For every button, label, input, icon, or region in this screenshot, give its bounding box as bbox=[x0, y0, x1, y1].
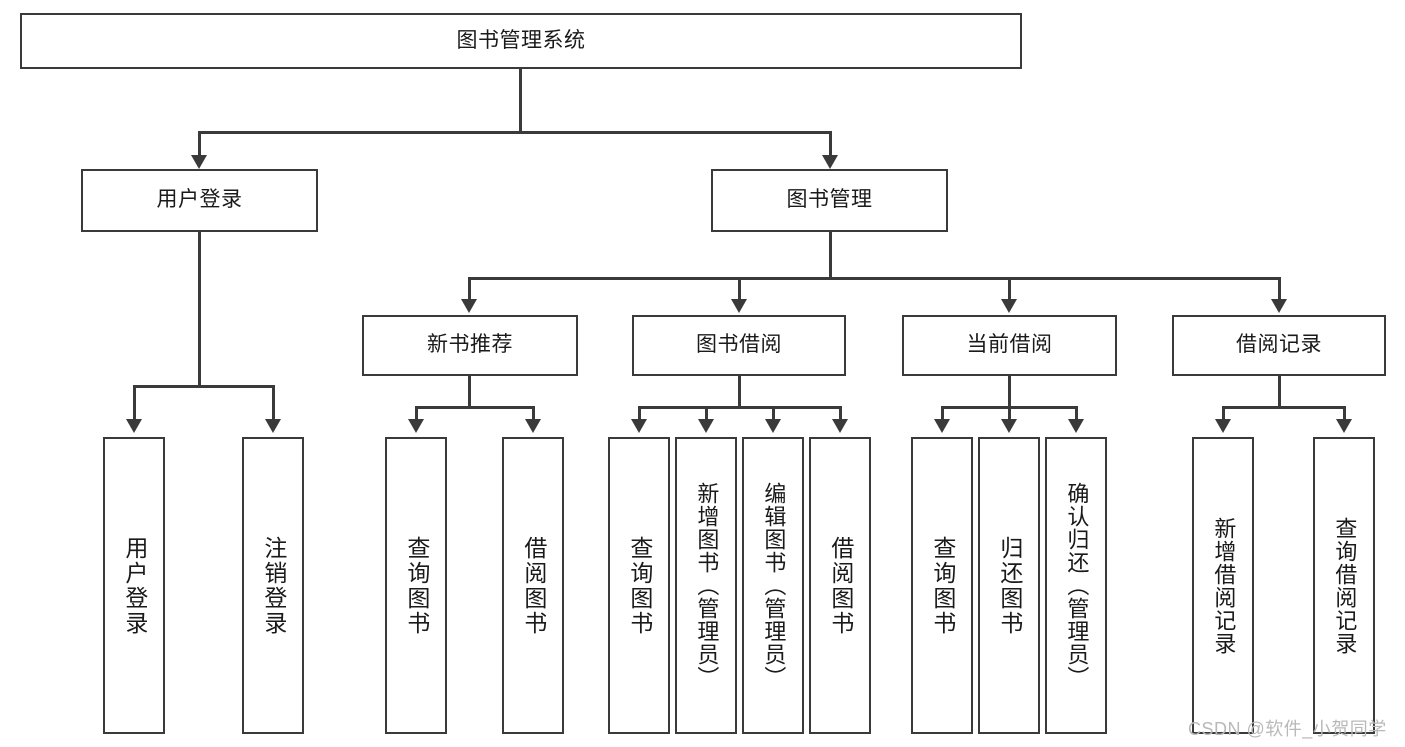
leaf-label: 查询图书 bbox=[929, 535, 956, 636]
connector-bookborrow-drop-3 bbox=[772, 406, 775, 421]
leaf-add-borrow-record: 新增借阅记录 bbox=[1192, 437, 1254, 734]
leaf-label: 归还图书 bbox=[996, 535, 1023, 636]
arrow-head-newbook-2 bbox=[525, 419, 541, 433]
connector-newbook-drop-1 bbox=[415, 406, 418, 421]
connector-bookmgmt-stem bbox=[829, 232, 832, 280]
arrow-head-bookmgmt-1 bbox=[461, 299, 477, 313]
connector-bookmgmt-drop-4 bbox=[1278, 277, 1281, 301]
node-label: 当前借阅 bbox=[966, 333, 1053, 357]
leaf-label: 借阅图书 bbox=[827, 535, 854, 636]
watermark-text: CSDN @软件_小贺同学 bbox=[1188, 719, 1387, 739]
leaf-confirm-return-admin: 确认归还（管理员） bbox=[1045, 437, 1107, 734]
leaf-borrow-book: 借阅图书 bbox=[809, 437, 871, 734]
leaf-label: 确认归还（管理员） bbox=[1064, 482, 1090, 689]
arrow-head-bookborrow-1 bbox=[631, 419, 647, 433]
connector-userlogin-drop-2 bbox=[272, 385, 275, 421]
connector-bookborrow-stem bbox=[738, 376, 741, 409]
arrow-head-root-2 bbox=[822, 155, 838, 169]
connector-root-drop-2 bbox=[829, 131, 832, 157]
leaf-label: 查询图书 bbox=[626, 535, 653, 636]
connector-borrowrecord-drop-1 bbox=[1222, 406, 1225, 421]
arrow-head-borrowrecord-2 bbox=[1336, 419, 1352, 433]
node-root-system: 图书管理系统 bbox=[20, 13, 1022, 69]
connector-currentborrow-drop-2 bbox=[1008, 406, 1011, 421]
arrow-head-bookmgmt-2 bbox=[731, 299, 747, 313]
connector-bookmgmt-drop-1 bbox=[468, 277, 471, 301]
leaf-add-book-admin: 新增图书（管理员） bbox=[675, 437, 737, 734]
connector-userlogin-stem bbox=[198, 232, 201, 388]
connector-currentborrow-drop-3 bbox=[1075, 406, 1078, 421]
connector-borrowrecord-bus bbox=[1222, 406, 1346, 409]
connector-borrowrecord-stem bbox=[1278, 376, 1281, 409]
leaf-borrow-book-recommend: 借阅图书 bbox=[502, 437, 564, 734]
arrow-head-bookborrow-3 bbox=[765, 419, 781, 433]
connector-bookborrow-drop-4 bbox=[839, 406, 842, 421]
arrow-head-currentborrow-3 bbox=[1068, 419, 1084, 433]
leaf-query-borrow-record: 查询借阅记录 bbox=[1313, 437, 1375, 734]
node-current-borrow: 当前借阅 bbox=[902, 315, 1117, 376]
connector-userlogin-bus bbox=[133, 385, 275, 388]
connector-bookborrow-drop-1 bbox=[638, 406, 641, 421]
node-book-management: 图书管理 bbox=[711, 169, 948, 232]
connector-borrowrecord-drop-2 bbox=[1343, 406, 1346, 421]
connector-bookmgmt-drop-2 bbox=[738, 277, 741, 301]
leaf-logout: 注销登录 bbox=[242, 437, 304, 734]
arrow-head-bookborrow-2 bbox=[698, 419, 714, 433]
leaf-label: 用户登录 bbox=[121, 535, 148, 636]
leaf-label: 新增借阅记录 bbox=[1211, 516, 1237, 655]
connector-root-drop-1 bbox=[198, 131, 201, 157]
connector-root-bus bbox=[198, 131, 831, 134]
arrow-head-userlogin-1 bbox=[126, 419, 142, 433]
node-label: 图书管理系统 bbox=[456, 28, 586, 52]
node-label: 借阅记录 bbox=[1236, 333, 1322, 357]
node-user-login: 用户登录 bbox=[81, 169, 318, 232]
arrow-head-currentborrow-1 bbox=[934, 419, 950, 433]
leaf-edit-book-admin: 编辑图书（管理员） bbox=[742, 437, 804, 734]
leaf-label: 查询借阅记录 bbox=[1332, 516, 1358, 655]
node-label: 图书借阅 bbox=[696, 333, 782, 357]
arrow-head-bookmgmt-4 bbox=[1271, 299, 1287, 313]
leaf-user-login: 用户登录 bbox=[103, 437, 165, 734]
leaf-label: 查询图书 bbox=[403, 535, 430, 636]
arrow-head-newbook-1 bbox=[408, 419, 424, 433]
connector-currentborrow-stem bbox=[1008, 376, 1011, 409]
leaf-label: 编辑图书（管理员） bbox=[761, 482, 787, 689]
arrow-head-bookborrow-4 bbox=[832, 419, 848, 433]
leaf-query-book-borrow: 查询图书 bbox=[608, 437, 670, 734]
arrow-head-currentborrow-2 bbox=[1001, 419, 1017, 433]
leaf-label: 注销登录 bbox=[260, 535, 287, 636]
arrow-head-borrowrecord-1 bbox=[1215, 419, 1231, 433]
connector-bookborrow-drop-2 bbox=[705, 406, 708, 421]
node-borrow-record: 借阅记录 bbox=[1172, 315, 1386, 376]
arrow-head-userlogin-2 bbox=[265, 419, 281, 433]
connector-newbook-drop-2 bbox=[532, 406, 535, 421]
node-label: 用户登录 bbox=[156, 188, 243, 212]
connector-newbook-stem bbox=[468, 376, 471, 409]
node-book-borrow: 图书借阅 bbox=[632, 315, 846, 376]
connector-bookmgmt-bus bbox=[468, 277, 1280, 280]
node-new-book-recommend: 新书推荐 bbox=[362, 315, 578, 376]
leaf-query-book-recommend: 查询图书 bbox=[385, 437, 447, 734]
leaf-label: 借阅图书 bbox=[520, 535, 547, 636]
connector-userlogin-drop-1 bbox=[133, 385, 136, 421]
node-label: 新书推荐 bbox=[427, 333, 513, 357]
connector-bookmgmt-drop-3 bbox=[1008, 277, 1011, 301]
connector-newbook-bus bbox=[415, 406, 535, 409]
connector-currentborrow-drop-1 bbox=[941, 406, 944, 421]
connector-bookborrow-bus bbox=[638, 406, 842, 409]
leaf-return-book: 归还图书 bbox=[978, 437, 1040, 734]
node-label: 图书管理 bbox=[786, 188, 873, 212]
leaf-query-book-current: 查询图书 bbox=[911, 437, 973, 734]
connector-root-stem bbox=[519, 69, 522, 133]
arrow-head-root-1 bbox=[191, 155, 207, 169]
arrow-head-bookmgmt-3 bbox=[1001, 299, 1017, 313]
leaf-label: 新增图书（管理员） bbox=[694, 482, 720, 689]
